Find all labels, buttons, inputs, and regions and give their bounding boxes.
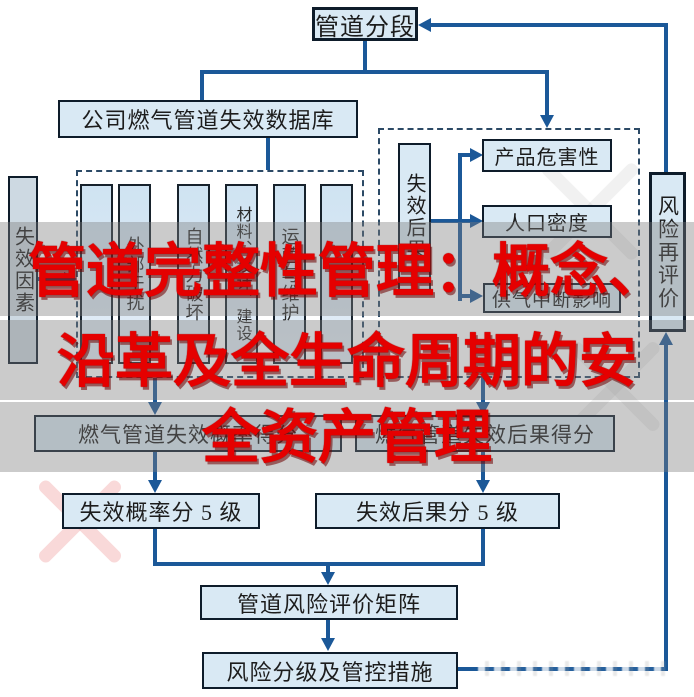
factor-bar <box>80 184 113 364</box>
connector <box>266 138 270 170</box>
connector <box>481 452 485 481</box>
connector <box>200 70 204 100</box>
arrowhead-down <box>476 402 490 415</box>
arrowhead-right <box>470 214 483 228</box>
connector <box>481 529 485 566</box>
factor-bar <box>320 184 353 364</box>
connector <box>38 277 66 281</box>
connector <box>153 529 157 566</box>
arrowhead-right <box>470 148 483 162</box>
node-risk-control: 风险分级及管控措施 <box>202 652 458 689</box>
connector <box>458 294 472 298</box>
arrowhead-down <box>321 572 335 585</box>
connector <box>458 153 472 157</box>
node-population-density: 人口密度 <box>482 205 612 238</box>
node-risk-matrix: 管道风险评价矩阵 <box>200 585 458 620</box>
node-consequence-levels: 失效后果分 5 级 <box>315 493 560 529</box>
node-failure-factors: 失效因素 <box>8 176 38 364</box>
connector <box>326 620 330 640</box>
arrowhead-right <box>64 272 77 286</box>
title-overlay-line3: 全资产管理 <box>201 403 492 471</box>
arrowhead-left <box>418 18 431 32</box>
node-failure-consequence: 失效后果 <box>398 143 431 291</box>
overlay-band <box>0 222 694 316</box>
node-consequence-score: 燃气管道失效后果得分 <box>355 415 615 452</box>
connector <box>153 378 157 404</box>
connector <box>458 219 472 223</box>
connector <box>431 219 460 223</box>
failure-factors-group <box>76 170 364 378</box>
node-probability-levels: 失效概率分 5 级 <box>62 493 260 529</box>
node-product-hazard: 产品危害性 <box>482 139 612 172</box>
arrowhead-down <box>476 480 490 493</box>
connector <box>153 562 330 566</box>
connector <box>545 70 549 116</box>
arrowhead-up <box>659 332 673 345</box>
factor-bar: 自然力破坏 <box>177 184 210 364</box>
failure-consequence-group <box>378 128 640 378</box>
connector <box>430 23 668 27</box>
title-overlay-line1: 管道完整性管理：概念、 <box>27 237 666 305</box>
connector <box>200 70 549 74</box>
arrowhead-down <box>148 402 162 415</box>
connector <box>326 562 330 574</box>
connector <box>326 562 485 566</box>
connector <box>458 155 462 301</box>
factor-bar: 材料、设计、建设 <box>225 184 258 364</box>
node-risk-reevaluation: 风险再评价 <box>649 172 686 332</box>
node-supply-interruption: 供气中断影响 <box>483 283 621 313</box>
arrowhead-down <box>540 115 554 128</box>
node-pipeline-segmentation: 管道分段 <box>312 7 418 41</box>
arrowhead-down <box>148 480 162 493</box>
watermark-text-blur <box>478 661 666 676</box>
connector <box>664 25 668 172</box>
overlay-band <box>0 320 694 400</box>
connector <box>363 41 367 70</box>
node-probability-score: 燃气管道失效概率得分 <box>34 415 342 452</box>
arrowhead-right <box>470 289 483 303</box>
arrowhead-down <box>321 638 335 651</box>
title-overlay-line2: 沿革及全生命周期的安 <box>56 327 637 395</box>
factor-bar: 外部干扰 <box>118 184 151 364</box>
node-failure-database: 公司燃气管道失效数据库 <box>58 100 358 138</box>
factor-bar: 运营与维护 <box>273 184 306 364</box>
connector <box>664 344 668 671</box>
connector <box>153 452 157 481</box>
overlay-band <box>0 402 694 472</box>
connector <box>481 378 485 404</box>
